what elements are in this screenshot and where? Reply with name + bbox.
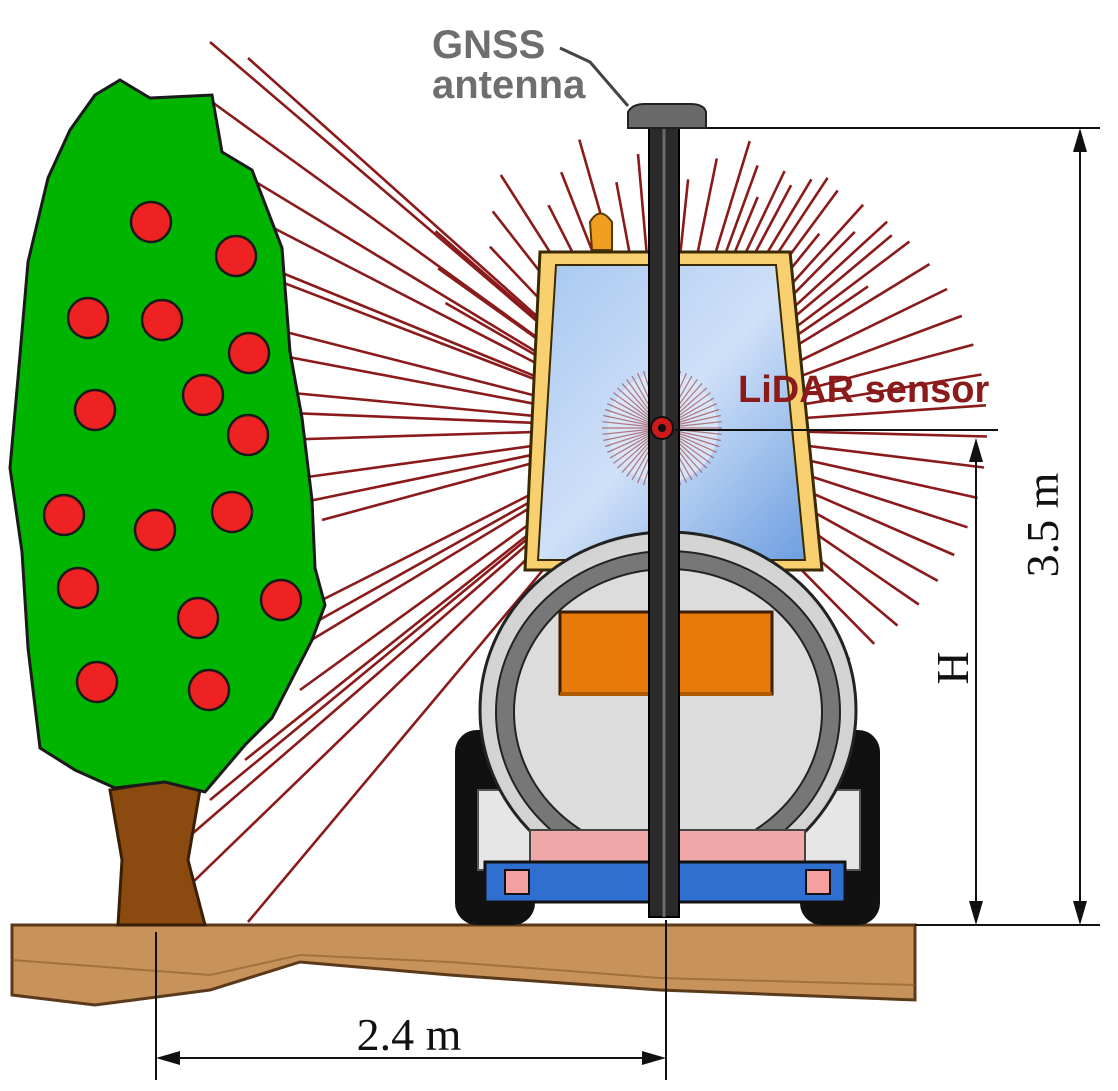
fruit-icon — [210, 490, 254, 534]
gnss-leader-line — [559, 46, 630, 107]
dim-distance-arrowhead-left — [156, 1051, 180, 1065]
fruit-icon — [259, 578, 303, 622]
fruit-icon — [56, 566, 100, 610]
fruit-icon — [129, 200, 173, 244]
fruit-icon — [176, 596, 220, 640]
dim-sensor-arrowhead-bottom — [969, 901, 983, 925]
gnss-label-line1: GNSS — [432, 23, 545, 67]
fruit-icon — [214, 234, 258, 278]
fruit-icon — [140, 298, 184, 342]
dim-total-arrowhead-bottom — [1073, 901, 1087, 925]
fruit-icon — [73, 388, 117, 432]
gnss-antenna-icon — [627, 103, 707, 129]
gnss-label-line2: antenna — [432, 63, 586, 107]
fruit-icon — [226, 413, 270, 457]
height-total-label: 3.5 m — [1017, 472, 1068, 577]
ground-shading — [11, 953, 916, 986]
fruit-icon — [66, 296, 110, 340]
fruit-group — [42, 200, 303, 712]
fruit-icon — [75, 660, 119, 704]
dim-sensor-arrowhead-top — [969, 438, 983, 462]
rear-light-left — [504, 869, 530, 895]
dim-distance-arrowhead-right — [642, 1051, 666, 1065]
ground — [10, 923, 917, 1007]
lidar-sensor-core — [658, 424, 666, 432]
dim-total-arrowhead-top — [1073, 128, 1087, 152]
height-sensor-label: H — [927, 651, 978, 684]
tree-trunk — [108, 778, 207, 927]
fruit-icon — [227, 331, 271, 375]
fruit-icon — [42, 493, 86, 537]
distance-label: 2.4 m — [357, 1009, 462, 1060]
fruit-icon — [181, 373, 225, 417]
rear-light-right — [805, 869, 831, 895]
beacon-icon — [588, 212, 613, 251]
fruit-icon — [133, 508, 177, 552]
fruit-icon — [187, 668, 231, 712]
tree-icon — [8, 78, 327, 794]
lidar-label: LiDAR sensor — [738, 369, 989, 411]
